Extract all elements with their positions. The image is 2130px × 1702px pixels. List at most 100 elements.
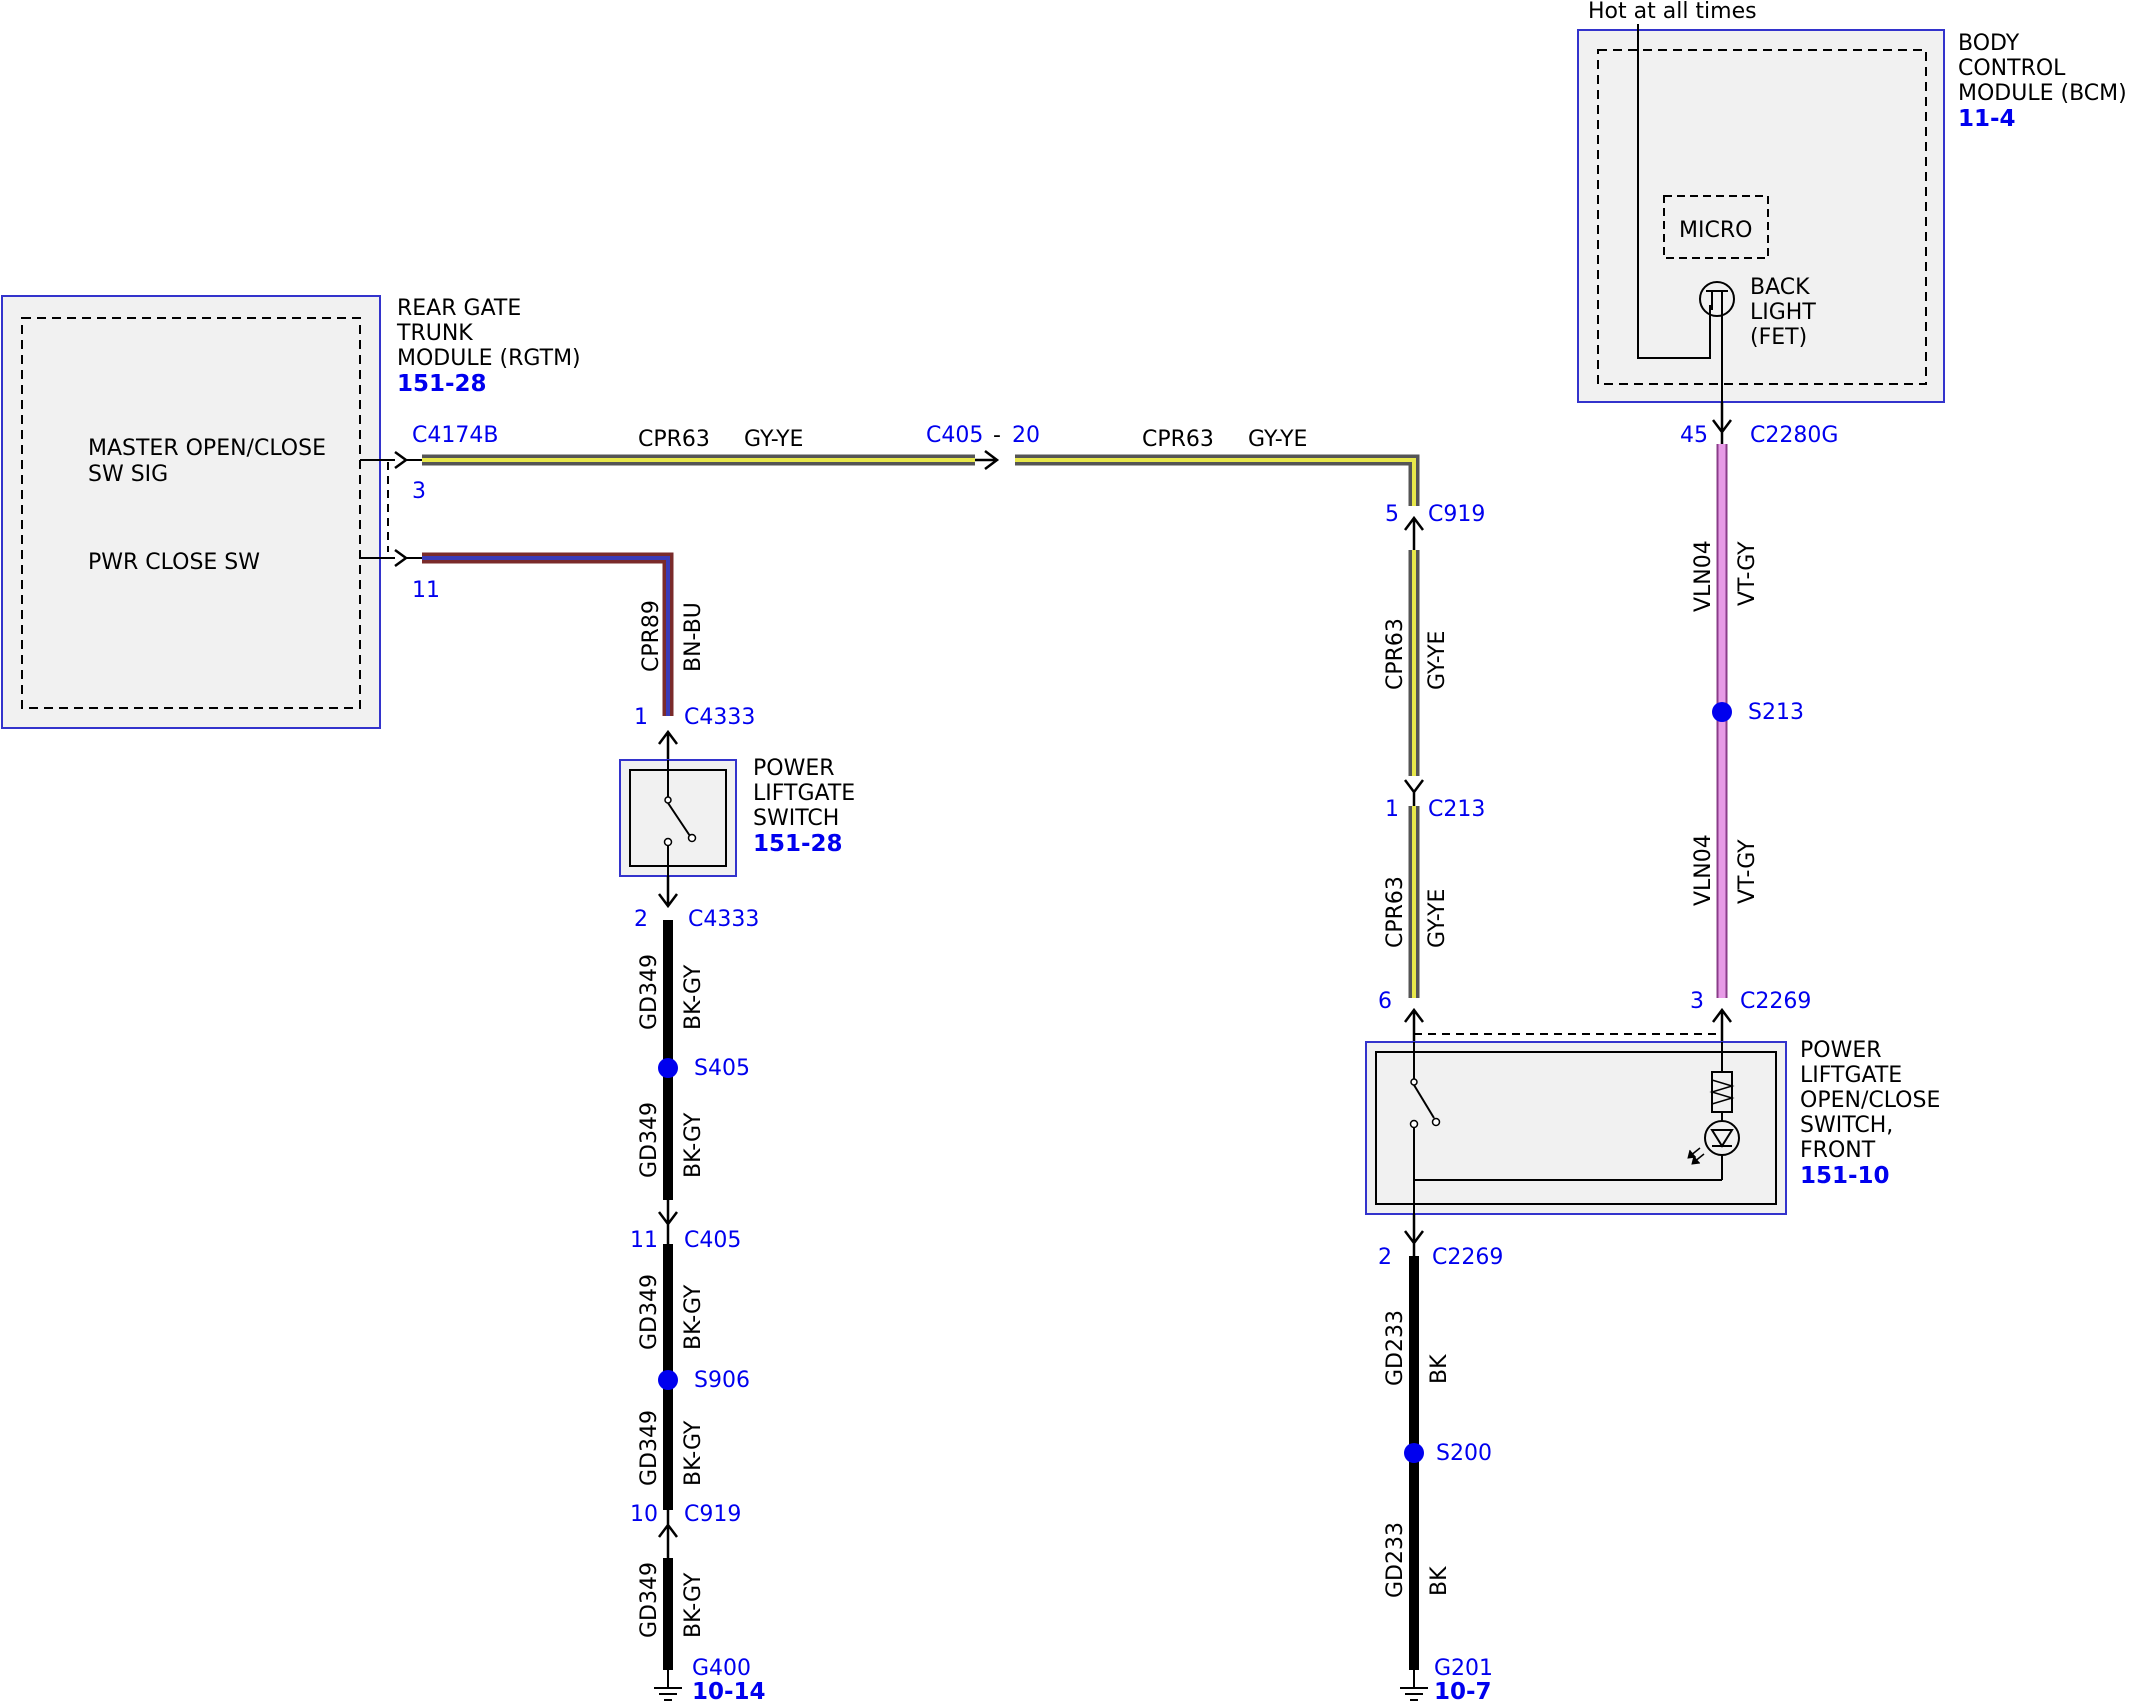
- wire-gd233-a-circuit: GD233: [1383, 1310, 1408, 1386]
- rgtm-title-l1: REAR GATE: [397, 296, 521, 321]
- wire-cpr63-b-circuit: CPR63: [1142, 427, 1214, 452]
- bcm-hot-label: Hot at all times: [1588, 0, 1757, 24]
- rgtm-title-l2: TRUNK: [396, 321, 473, 346]
- c2269-3-pin: 3: [1690, 989, 1704, 1014]
- rgtm-pin-pwrclose: PWR CLOSE SW: [88, 550, 260, 575]
- front-switch-title-l3: OPEN/CLOSE: [1800, 1088, 1940, 1113]
- liftgate-switch-title-l2: LIFTGATE: [753, 781, 855, 806]
- wire-vln04-a-color: VT-GY: [1735, 541, 1760, 606]
- c919-10-pin: 10: [630, 1502, 658, 1527]
- c4333-top-arrow: [658, 729, 678, 760]
- rgtm-border: [1, 295, 381, 729]
- splice-s200-label: S200: [1436, 1441, 1492, 1466]
- wire-gd349-e-color: BK-GY: [681, 1572, 706, 1638]
- bcm-title-l3: MODULE (BCM): [1958, 81, 2127, 106]
- ground-g400-label: G400: [692, 1656, 751, 1681]
- c4333-top-pin: 1: [634, 705, 648, 730]
- splice-s213[interactable]: [1712, 702, 1732, 722]
- wire-gd349-d-color: BK-GY: [681, 1420, 706, 1486]
- wire-gd349-a-color: BK-GY: [681, 964, 706, 1030]
- bcm-backlight-l1: BACK: [1750, 275, 1810, 300]
- wire-gd233-a-color: BK: [1427, 1354, 1452, 1384]
- wire-cpr63-c-circuit: CPR63: [1383, 618, 1408, 690]
- c405-20-label[interactable]: C405: [926, 423, 983, 448]
- rgtm-title-l3: MODULE (RGTM): [397, 346, 581, 371]
- wire-gd349-c-circuit: GD349: [637, 1274, 662, 1350]
- c405-11-label[interactable]: C405: [684, 1228, 741, 1253]
- front-switch-border: [1365, 1041, 1787, 1215]
- rgtm-module: MASTER OPEN/CLOSE SW SIG PWR CLOSE SW RE…: [1, 295, 581, 729]
- front-switch-blade: [1413, 1084, 1435, 1119]
- c4333-top-label[interactable]: C4333: [684, 705, 755, 730]
- c2269-6-arrow: [1404, 1007, 1424, 1042]
- bcm-title-l2: CONTROL: [1958, 56, 2066, 81]
- bcm-module: MICRO BACK LIGHT (FET) BODY CONTROL MODU…: [1577, 24, 2127, 403]
- splice-s405-label: S405: [694, 1056, 750, 1081]
- c919-5-label[interactable]: C919: [1428, 502, 1485, 527]
- c2269-3-label[interactable]: C2269: [1740, 989, 1811, 1014]
- rgtm-ref[interactable]: 151-28: [397, 371, 487, 397]
- wire-vln04-b-circuit: VLN04: [1691, 834, 1716, 906]
- c213-pin: 1: [1385, 797, 1399, 822]
- front-switch-inner: [1375, 1051, 1777, 1205]
- ground-g201-ref[interactable]: 10-7: [1434, 1679, 1492, 1702]
- c919-5-pin: 5: [1385, 502, 1399, 527]
- bcm-ref[interactable]: 11-4: [1958, 106, 2016, 132]
- front-switch-title-l2: LIFTGATE: [1800, 1063, 1902, 1088]
- splice-s200[interactable]: [1404, 1443, 1424, 1463]
- ground-g201-label: G201: [1434, 1656, 1493, 1681]
- c405-20-arrow: [975, 450, 1000, 470]
- bcm-micro-box: [1663, 195, 1769, 259]
- c2280g-arrow: [1712, 402, 1732, 444]
- front-switch-module: POWER LIFTGATE OPEN/CLOSE SWITCH, FRONT …: [1365, 1038, 1940, 1215]
- c2269-2-label[interactable]: C2269: [1432, 1245, 1503, 1270]
- c2280g-label[interactable]: C2280G: [1750, 423, 1838, 448]
- splice-s906-label: S906: [694, 1368, 750, 1393]
- c213-label[interactable]: C213: [1428, 797, 1485, 822]
- wire-gd349-c-color: BK-GY: [681, 1284, 706, 1350]
- wire-gd349-b-circuit: GD349: [637, 1102, 662, 1178]
- wire-cpr89-color: BN-BU: [681, 602, 706, 672]
- wire-gd349-a-circuit: GD349: [637, 954, 662, 1030]
- rgtm-pin-master-l2: SW SIG: [88, 462, 168, 487]
- splice-s405[interactable]: [658, 1058, 678, 1078]
- ground-g400-icon: [654, 1670, 682, 1701]
- c919-10-label[interactable]: C919: [684, 1502, 741, 1527]
- front-switch-ref[interactable]: 151-10: [1800, 1163, 1890, 1189]
- rgtm-inner-boundary: [21, 317, 361, 709]
- c919-5-arrow: [1404, 515, 1424, 550]
- wire-cpr63-top-b[interactable]: [1015, 454, 1420, 506]
- liftgate-switch-title-l1: POWER: [753, 756, 835, 781]
- c4333-bot-label[interactable]: C4333: [688, 907, 759, 932]
- liftgate-switch-inner: [629, 769, 727, 867]
- wire-cpr63-a-color: GY-YE: [744, 427, 803, 452]
- wire-gd233-b-circuit: GD233: [1383, 1522, 1408, 1598]
- c405-20-sep: -: [993, 423, 1001, 448]
- bcm-backlight-l2: LIGHT: [1750, 300, 1816, 325]
- c405-20-pin: 20: [1012, 423, 1040, 448]
- c4333-bot-pin: 2: [634, 907, 648, 932]
- splice-s906[interactable]: [658, 1370, 678, 1390]
- wire-cpr63-d-color: GY-YE: [1425, 889, 1450, 948]
- c405-11-arrow: [658, 1200, 678, 1244]
- c2269-6-pin: 6: [1378, 989, 1392, 1014]
- front-switch-title-l1: POWER: [1800, 1038, 1882, 1063]
- switch-blade: [667, 802, 691, 837]
- power-liftgate-switch: POWER LIFTGATE SWITCH 151-28: [619, 756, 855, 877]
- led-icon: [1687, 1120, 1740, 1165]
- c2269-2-pin: 2: [1378, 1245, 1392, 1270]
- wire-cpr63-c-color: GY-YE: [1425, 631, 1450, 690]
- c4333-bot-arrow: [658, 876, 678, 909]
- wire-gd233-b-color: BK: [1427, 1566, 1452, 1596]
- c4174b-label[interactable]: C4174B: [412, 423, 498, 448]
- liftgate-switch-ref[interactable]: 151-28: [753, 831, 843, 857]
- wire-cpr89[interactable]: [422, 552, 674, 716]
- front-switch-title-l5: FRONT: [1800, 1138, 1876, 1163]
- wire-gd349-e-circuit: GD349: [637, 1562, 662, 1638]
- liftgate-switch-title-l3: SWITCH: [753, 806, 839, 831]
- c2269-3-arrow: [1712, 1007, 1732, 1042]
- ground-g201-icon: [1400, 1670, 1428, 1701]
- ground-g400-ref[interactable]: 10-14: [692, 1679, 766, 1702]
- front-switch-title-l4: SWITCH,: [1800, 1113, 1893, 1138]
